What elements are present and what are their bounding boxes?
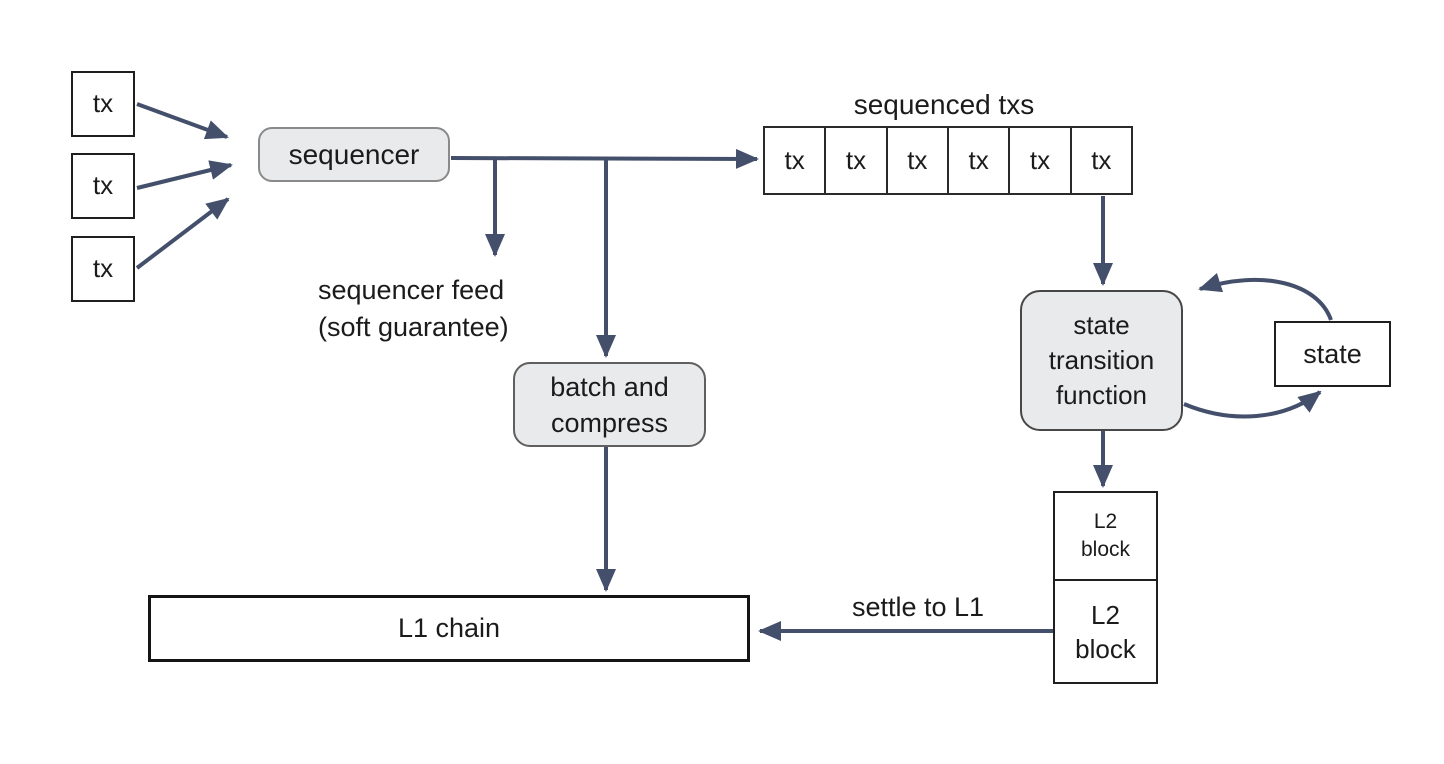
sequenced-txs-row: tx tx tx tx tx tx (763, 126, 1133, 195)
sequenced-txs-title: sequenced txs (853, 89, 1035, 120)
tx-label: tx (92, 88, 114, 119)
sequencer-feed-caption: sequencer feed (soft guarantee) (318, 272, 509, 346)
sequencer-label: sequencer (288, 138, 420, 170)
arrow-tx3-to-sequencer (135, 197, 230, 270)
sequencer-feed-line2: (soft guarantee) (318, 312, 509, 342)
sequenced-tx-cell: tx (887, 128, 949, 193)
sequenced-tx-cell: tx (1010, 128, 1072, 193)
batch-compress-line2: compress (550, 407, 668, 438)
arrow-state-to-stf (1198, 273, 1333, 321)
sequenced-tx-cell: tx (948, 128, 1011, 193)
l2-block-top: L2 block (1053, 491, 1158, 581)
sequenced-tx-cell: tx (765, 128, 827, 193)
arrow-sequencer-to-sequenced-txs (450, 148, 759, 169)
settle-to-l1-caption: settle to L1 (851, 592, 985, 622)
stf-line2: transition (1048, 345, 1155, 375)
state-node: state (1274, 321, 1391, 387)
state-transition-function-node: state transition function (1020, 290, 1183, 431)
tx-label: tx (92, 253, 114, 284)
arrow-stf-to-state (1183, 390, 1322, 419)
sequencer-feed-line1: sequencer feed (318, 275, 505, 305)
l1-chain-label: L1 chain (397, 613, 501, 643)
arrow-tx2-to-sequencer (136, 160, 233, 190)
batch-compress-node: batch and compress (513, 362, 706, 447)
l2-block-bottom: L2 block (1053, 579, 1158, 684)
batch-compress-line1: batch and (550, 371, 669, 402)
tx-input-box-2: tx (71, 153, 135, 219)
tx-label: tx (92, 170, 114, 201)
tx-input-box-3: tx (71, 236, 135, 302)
sequenced-tx-cell: tx (826, 128, 888, 193)
l1-chain-node: L1 chain (148, 595, 750, 662)
state-label: state (1303, 338, 1362, 369)
stf-line3: function (1055, 380, 1148, 410)
sequenced-tx-cell: tx (1071, 128, 1131, 193)
arrow-tx1-to-sequencer (136, 102, 229, 140)
stf-line1: state (1073, 310, 1130, 340)
sequencer-node: sequencer (258, 127, 450, 182)
tx-input-box-1: tx (71, 71, 135, 137)
